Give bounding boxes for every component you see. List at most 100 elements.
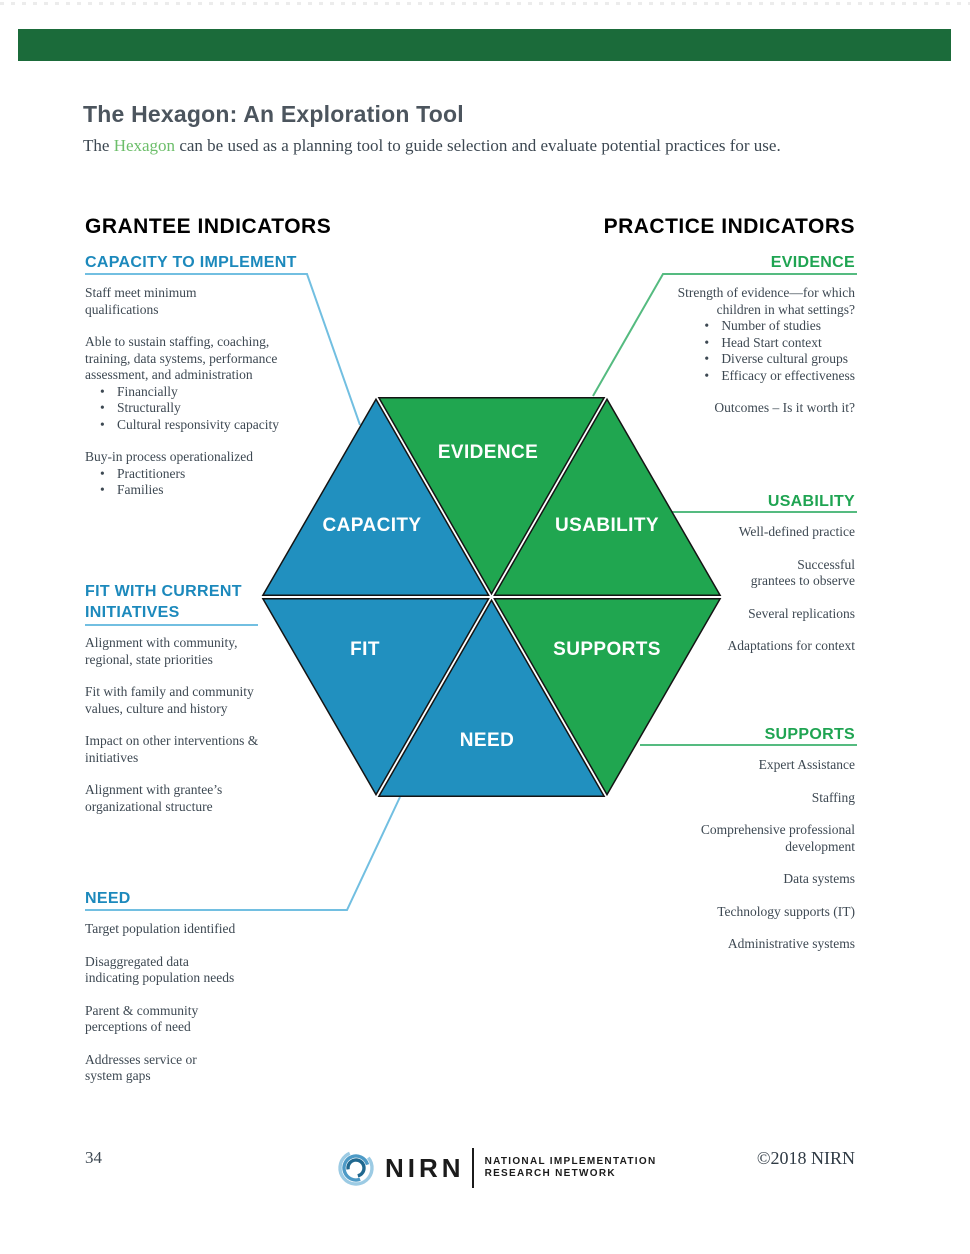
text-line: Strength of evidence—for which bbox=[677, 285, 855, 300]
text-line: Disaggregated data bbox=[85, 953, 189, 969]
page-title: The Hexagon: An Exploration Tool bbox=[83, 101, 464, 127]
text-line: Technology supports (IT) bbox=[717, 903, 855, 919]
bullet-icon: • bbox=[704, 351, 710, 366]
copyright-text: ©2018 NIRN bbox=[756, 1148, 855, 1168]
text-line: system gaps bbox=[85, 1068, 151, 1083]
text-line: values, culture and history bbox=[85, 700, 228, 716]
bullet-item: •Efficacy or effectiveness bbox=[704, 367, 855, 383]
paragraph: Technology supports (IT) bbox=[575, 904, 855, 921]
text-line: Fit with family and community bbox=[85, 684, 254, 699]
paragraph: Impact on other interventions &initiativ… bbox=[85, 733, 325, 766]
text-line: Successful bbox=[797, 556, 855, 572]
bullet-item: •Head Start context bbox=[704, 334, 822, 350]
page-number: 34 bbox=[85, 1148, 102, 1167]
bullet-icon: • bbox=[704, 318, 710, 333]
nirn-logo: NIRN NATIONAL IMPLEMENTATION RESEARCH NE… bbox=[336, 1148, 657, 1188]
text-line: assessment, and administration bbox=[85, 367, 253, 382]
text-line: Staffing bbox=[811, 789, 855, 805]
bullet-icon: • bbox=[100, 400, 105, 415]
text-line: Well-defined practice bbox=[738, 524, 855, 539]
bullet-item: •Families bbox=[100, 482, 164, 497]
practice-indicators-header: PRACTICE INDICATORS bbox=[603, 215, 855, 238]
hexagon-triangle-supports bbox=[493, 597, 722, 797]
paragraph: Staffing bbox=[575, 790, 855, 807]
bullet-icon: • bbox=[100, 482, 105, 497]
text-line: Buy-in process operationalized bbox=[85, 449, 253, 464]
tagline-line-1: NATIONAL IMPLEMENTATION bbox=[484, 1155, 657, 1167]
section-title: CAPACITY TO IMPLEMENT bbox=[85, 254, 297, 271]
text-line: regional, state priorities bbox=[85, 651, 213, 667]
text-line: organizational structure bbox=[85, 798, 213, 814]
text-line: Alignment with community, bbox=[85, 635, 238, 650]
text-line: Adaptations for context bbox=[727, 638, 855, 653]
hexagon-triangle-capacity bbox=[261, 397, 490, 597]
section-body: Alignment with community,regional, state… bbox=[85, 635, 325, 815]
hexagon-triangle-need bbox=[377, 598, 606, 798]
bullet-icon: • bbox=[100, 416, 105, 432]
text-line: Target population identified bbox=[85, 921, 236, 936]
text-line: Impact on other interventions & bbox=[85, 733, 259, 748]
hexagon-segment-evidence-label: EVIDENCE bbox=[437, 442, 539, 463]
bullet-item: •Practitioners bbox=[100, 465, 186, 481]
nirn-swirl-icon bbox=[338, 1150, 374, 1186]
text-line: training, data systems, performance bbox=[85, 350, 278, 366]
hexagon-segment-supports-label: SUPPORTS bbox=[553, 639, 661, 660]
text-line: perceptions of need bbox=[85, 1019, 191, 1034]
paragraph: Alignment with community,regional, state… bbox=[85, 635, 325, 668]
text-line: Able to sustain staffing, coaching, bbox=[85, 334, 270, 349]
hexagon-segment-need-label: NEED bbox=[459, 730, 515, 751]
text-line: Comprehensive professional bbox=[700, 822, 855, 837]
text-line: initiatives bbox=[85, 749, 139, 765]
bullet-item: •Cultural responsivity capacity bbox=[100, 416, 279, 432]
bullet-list: •Practitioners•Families bbox=[85, 466, 185, 499]
header-bar bbox=[18, 29, 951, 61]
bullet-icon: • bbox=[100, 383, 105, 399]
paragraph: Outcomes – Is it worth it? bbox=[575, 400, 855, 417]
section-title: EVIDENCE bbox=[770, 254, 855, 271]
hexagon-diagram: EVIDENCE USABILITY SUPPORTS NEED FIT CAP… bbox=[260, 396, 723, 798]
text-line: Outcomes – Is it worth it? bbox=[714, 400, 855, 415]
text-line: Administrative systems bbox=[727, 936, 855, 951]
hexagon-triangle-fit bbox=[261, 597, 490, 797]
bullet-icon: • bbox=[100, 465, 105, 481]
bullet-item: •Structurally bbox=[100, 400, 181, 415]
tagline-line-2: RESEARCH NETWORK bbox=[484, 1168, 616, 1179]
section-title: SUPPORTS bbox=[764, 726, 855, 743]
text-line: Data systems bbox=[783, 871, 855, 886]
text-line: indicating population needs bbox=[85, 970, 235, 985]
grantee-indicators-header: GRANTEE INDICATORS bbox=[85, 215, 332, 238]
section-title: USABILITY bbox=[767, 493, 855, 510]
paragraph: Buy-in process operationalized•Practitio… bbox=[85, 449, 325, 499]
text-line: grantees to observe bbox=[750, 573, 855, 588]
bullet-list: •Number of studies•Head Start context•Di… bbox=[704, 318, 855, 384]
hexagon-segment-fit-label: FIT bbox=[350, 639, 380, 660]
logo-divider bbox=[471, 1148, 474, 1188]
subtitle-highlight: Hexagon bbox=[113, 136, 176, 155]
bullet-list: •Financially•Structurally•Cultural respo… bbox=[85, 384, 279, 434]
bullet-icon: • bbox=[704, 367, 710, 383]
paragraph: Well-defined practice bbox=[575, 524, 855, 541]
text-line: Several replications bbox=[748, 605, 855, 621]
paragraph: Data systems bbox=[575, 871, 855, 888]
section-title: NEED bbox=[85, 890, 131, 907]
